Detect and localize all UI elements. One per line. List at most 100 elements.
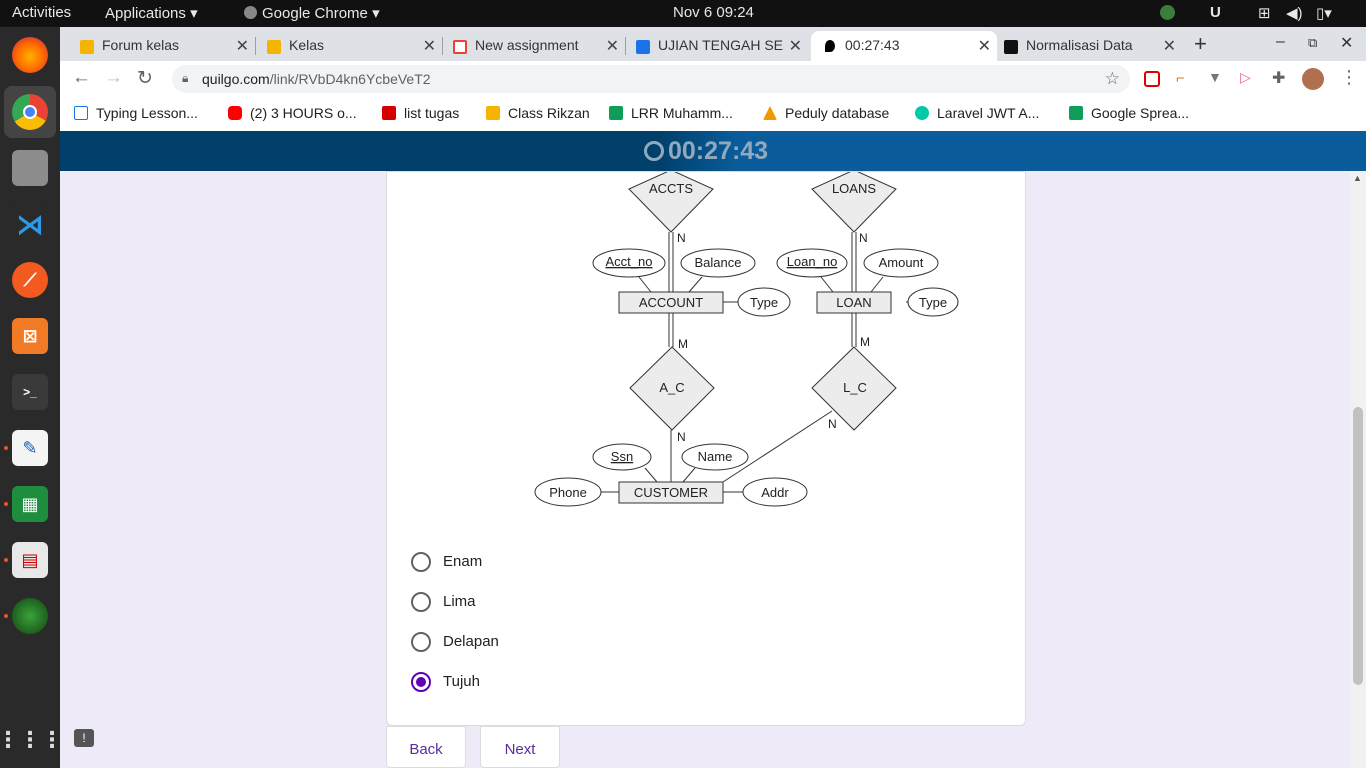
tab-new-assignment[interactable]: New assignment ✕: [453, 31, 625, 61]
close-icon[interactable]: ✕: [1162, 38, 1176, 55]
bookmark-item[interactable]: (2) 3 HOURS o...: [228, 105, 357, 121]
tab-timer-active[interactable]: 00:27:43 ✕: [811, 31, 997, 61]
scrollbar-thumb[interactable]: [1353, 407, 1363, 685]
extension-v-icon[interactable]: ▼: [1208, 69, 1222, 85]
globe-app-icon[interactable]: [12, 598, 48, 634]
radio-button[interactable]: [411, 592, 431, 612]
label-amount: Amount: [879, 255, 924, 270]
show-apps-icon[interactable]: ⋮⋮⋮: [0, 727, 63, 752]
address-bar[interactable]: 🔒︎ quilgo.com/link/RVbD4kn6YcbeVeT2 ☆: [172, 65, 1130, 93]
menu-dots-icon[interactable]: ⋮: [1340, 67, 1358, 87]
minimize-icon[interactable]: –: [1276, 33, 1285, 50]
close-icon[interactable]: ✕: [422, 38, 436, 55]
profile-avatar[interactable]: [1302, 68, 1324, 90]
app-menu[interactable]: Google Chrome ▾: [244, 4, 380, 22]
bookmark-item[interactable]: list tugas: [382, 105, 459, 121]
document-viewer-icon[interactable]: ▤: [12, 542, 48, 578]
activities-button[interactable]: Activities: [12, 4, 72, 21]
bookmark-item[interactable]: Class Rikzan: [486, 105, 590, 121]
list-icon: [382, 106, 396, 120]
postman-icon[interactable]: ⟋: [12, 262, 48, 298]
relationship-a-c: [629, 346, 715, 431]
radio-button[interactable]: [411, 632, 431, 652]
label-balance: Balance: [695, 255, 742, 270]
chrome-icon[interactable]: [12, 94, 48, 130]
forward-arrow-icon[interactable]: →: [104, 67, 123, 88]
extension-pink-icon[interactable]: ▷: [1240, 69, 1251, 85]
bookmark-item[interactable]: Laravel JWT A...: [915, 105, 1039, 121]
bookmark-item[interactable]: Peduly database: [763, 105, 889, 121]
reload-icon[interactable]: ↻: [137, 68, 153, 89]
volume-icon[interactable]: ◀): [1286, 5, 1303, 22]
bookmark-star-icon[interactable]: ☆: [1104, 69, 1120, 88]
label-loan-type: Type: [919, 295, 947, 310]
applications-menu[interactable]: Applications ▾: [105, 4, 198, 22]
battery-icon[interactable]: ▯▾: [1316, 5, 1332, 22]
address-text: quilgo.com/link/RVbD4kn6YcbeVeT2: [202, 71, 431, 87]
bookmark-label: Typing Lesson...: [96, 105, 198, 121]
globe-icon[interactable]: [1160, 5, 1175, 20]
bookmark-item[interactable]: Typing Lesson...: [74, 105, 198, 121]
firefox-icon[interactable]: [12, 37, 48, 73]
close-icon[interactable]: ✕: [788, 38, 802, 55]
clock[interactable]: Nov 6 09:24: [673, 4, 754, 21]
next-button[interactable]: Next: [480, 726, 560, 768]
text-editor-icon[interactable]: ✎: [12, 430, 48, 466]
attr-name: [681, 443, 749, 471]
terminal-icon[interactable]: >_: [12, 374, 48, 410]
new-tab-icon[interactable]: +: [1194, 31, 1207, 56]
attr-acct-no: [592, 248, 666, 278]
radio-button-selected[interactable]: [411, 672, 431, 692]
restore-icon[interactable]: ⧉: [1308, 35, 1318, 50]
scroll-up-icon[interactable]: ▲: [1353, 173, 1362, 183]
radio-button[interactable]: [411, 552, 431, 572]
classroom-icon: [267, 40, 281, 54]
tab-kelas[interactable]: Kelas ✕: [267, 31, 442, 61]
bookmark-label: Google Sprea...: [1091, 105, 1190, 121]
running-indicator: [4, 614, 8, 618]
bookmark-item[interactable]: Google Sprea...: [1069, 105, 1189, 121]
files-icon[interactable]: [12, 150, 48, 186]
extensions-puzzle-icon[interactable]: ✚: [1272, 70, 1286, 87]
chevron-down-icon: ▾: [190, 5, 198, 22]
spreadsheet-icon[interactable]: ▦: [12, 486, 48, 522]
label-accts: ACCTS: [649, 181, 693, 196]
bookmark-label: Laravel JWT A...: [937, 105, 1040, 121]
option-label: Delapan: [443, 633, 499, 650]
tab-separator: [442, 37, 443, 55]
address-host: quilgo.com: [202, 71, 270, 87]
u-app-icon[interactable]: U: [1210, 4, 1221, 21]
close-icon[interactable]: ✕: [977, 38, 991, 55]
attr-loan-type: [907, 287, 959, 317]
card-ac-m: M: [678, 337, 688, 351]
tab-title: UJIAN TENGAH SE: [658, 37, 783, 53]
feedback-icon[interactable]: !: [74, 729, 94, 747]
tab-forum-kelas[interactable]: Forum kelas ✕: [80, 31, 255, 61]
running-indicator: [4, 446, 8, 450]
page-viewport: 00:27:43: [60, 131, 1366, 768]
tab-title: New assignment: [475, 37, 579, 53]
extension-orange-icon[interactable]: ⌐: [1176, 70, 1185, 87]
vscode-icon[interactable]: ⋊: [12, 206, 48, 242]
network-icon[interactable]: ⊞: [1258, 5, 1271, 22]
card-lc-m: M: [860, 335, 870, 349]
tab-title: Forum kelas: [102, 37, 180, 53]
close-icon[interactable]: ✕: [235, 38, 249, 55]
xampp-icon[interactable]: ⊠: [12, 318, 48, 354]
tab-ujian-tengah[interactable]: UJIAN TENGAH SE ✕: [636, 31, 808, 61]
back-arrow-icon[interactable]: ←: [72, 67, 91, 88]
attr-phone: [534, 477, 602, 507]
window-close-icon[interactable]: ✕: [1340, 35, 1354, 52]
scrollbar[interactable]: ▲: [1350, 171, 1366, 768]
applications-label: Applications: [105, 5, 186, 22]
close-icon[interactable]: ✕: [605, 38, 619, 55]
bookmarks-bar: Typing Lesson... (2) 3 HOURS o... list t…: [60, 97, 1366, 131]
tab-strip: Forum kelas ✕ Kelas ✕ New assignment ✕ U…: [60, 27, 1366, 61]
extension-red-icon[interactable]: [1144, 71, 1160, 87]
label-addr: Addr: [761, 485, 789, 500]
tab-normalisasi[interactable]: Normalisasi Data ✕: [1004, 31, 1182, 61]
back-button[interactable]: Back: [386, 726, 466, 768]
label-phone: Phone: [549, 485, 587, 500]
bookmark-item[interactable]: LRR Muhamm...: [609, 105, 733, 121]
timer-text: 00:27:43: [668, 137, 769, 165]
